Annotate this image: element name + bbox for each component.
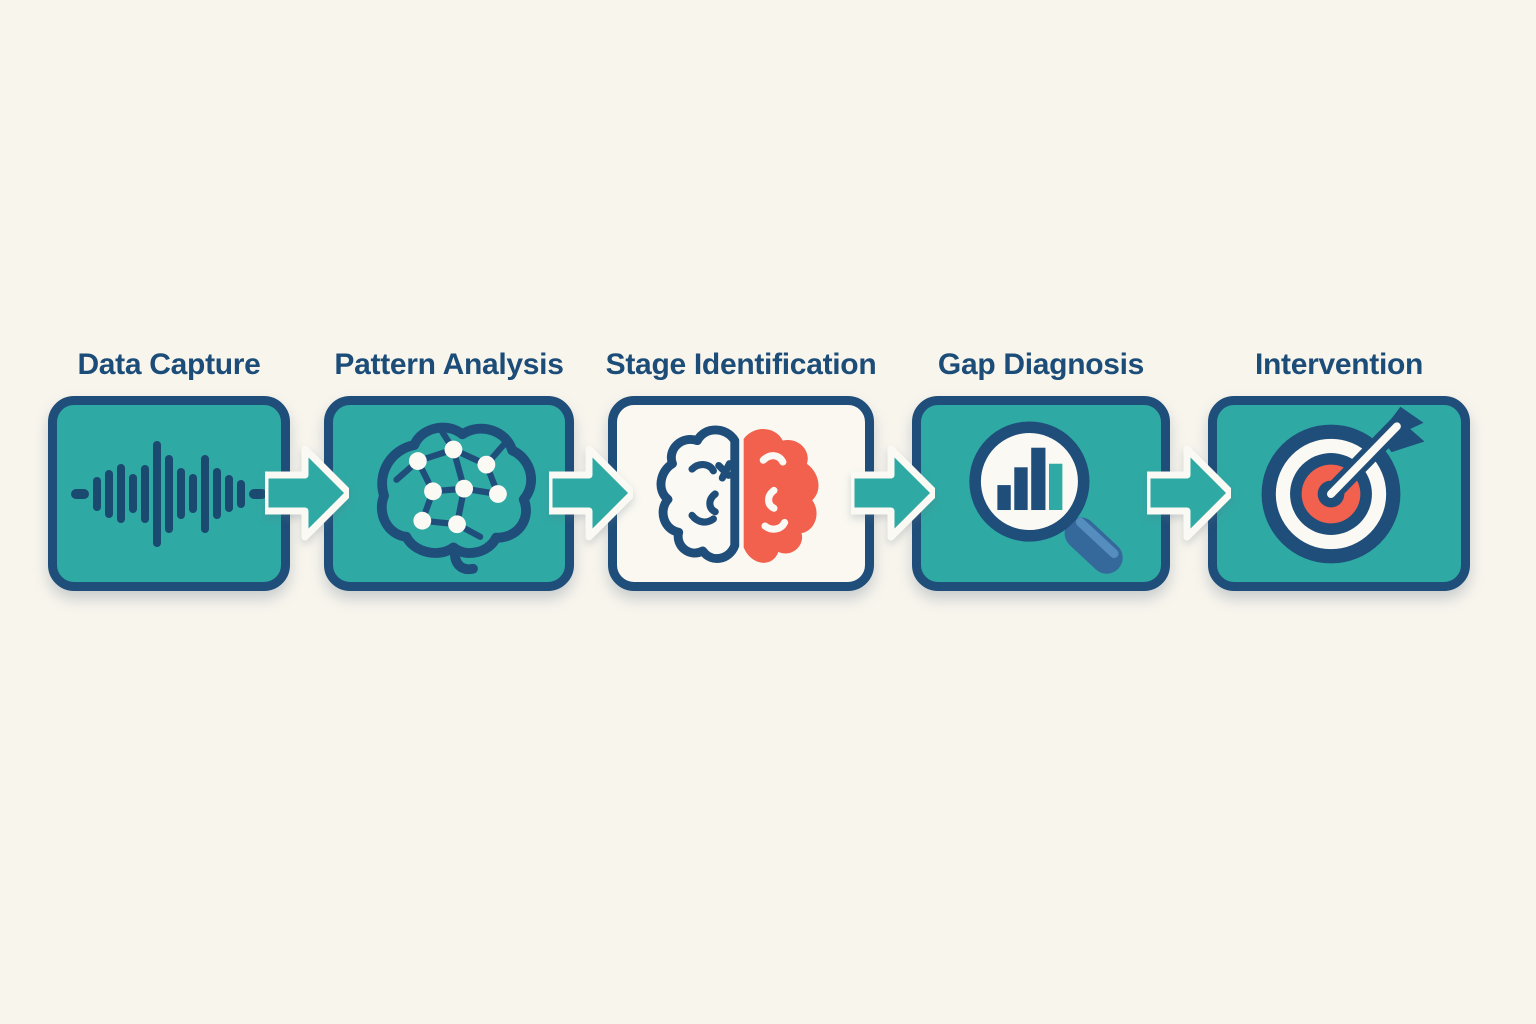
flow-arrow-icon	[847, 441, 939, 545]
stage-title: Intervention	[1254, 348, 1424, 381]
waveform-bar	[189, 474, 197, 513]
audio-waveform-icon	[71, 440, 267, 547]
waveform-bar	[225, 475, 233, 512]
stage-box	[608, 396, 874, 591]
waveform-bar	[105, 469, 113, 518]
waveform-bar	[129, 474, 137, 513]
stage-pattern-analysis: Pattern Analysis	[324, 348, 574, 591]
waveform-bar	[165, 454, 173, 533]
stage-title: Gap Diagnosis	[937, 348, 1145, 381]
waveform-bar	[237, 479, 245, 508]
stage-title: Data Capture	[77, 348, 261, 381]
waveform-bar	[141, 464, 149, 523]
stage-box	[1208, 396, 1470, 591]
flow-arrow-icon	[545, 441, 637, 545]
waveform-bar	[177, 468, 185, 519]
split-brain-icon	[656, 425, 819, 563]
waveform-bar	[93, 476, 101, 511]
stage-box	[48, 396, 290, 591]
flow-arrow-icon	[1143, 441, 1235, 545]
waveform-dash	[249, 488, 267, 499]
stage-intervention: Intervention	[1208, 348, 1470, 591]
stage-title: Pattern Analysis	[334, 348, 564, 381]
stage-data-capture: Data Capture	[48, 348, 290, 591]
bar-chart-in-lens	[997, 447, 1063, 510]
neural-network-brain-icon	[376, 422, 536, 574]
bullseye-arrow-icon	[1261, 406, 1425, 563]
stage-gap-diagnosis: Gap Diagnosis	[912, 348, 1170, 591]
flow-arrow-icon	[261, 441, 353, 545]
waveform-bar	[153, 440, 161, 547]
waveform-dash	[71, 488, 89, 499]
waveform-bar	[213, 468, 221, 519]
waveform-bar	[117, 464, 125, 523]
stage-stage-identification: Stage Identification	[605, 348, 877, 591]
stage-box	[324, 396, 574, 591]
stage-box	[912, 396, 1170, 591]
magnifier-bar-chart-icon	[969, 420, 1123, 574]
stage-title: Stage Identification	[605, 348, 877, 381]
waveform-bar	[201, 454, 209, 533]
